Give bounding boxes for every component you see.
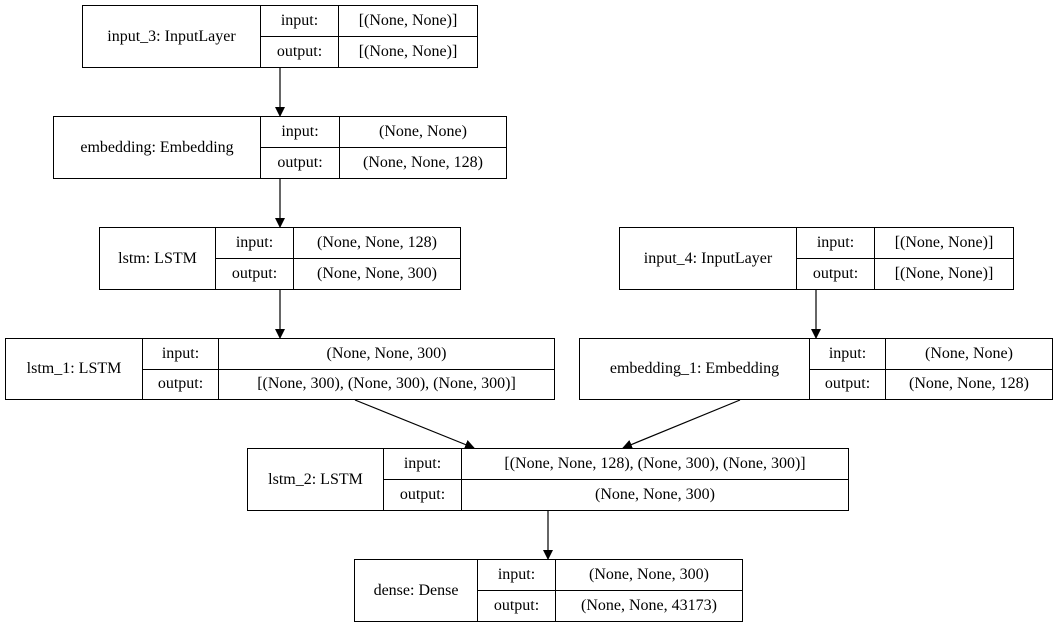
output-label: output: bbox=[493, 597, 540, 614]
node-lstm: lstm: LSTM input: output: (None, None, 1… bbox=[99, 227, 461, 290]
output-shape: (None, None, 128) bbox=[363, 154, 483, 171]
edge-embedding_1-to-lstm_2 bbox=[622, 399, 741, 450]
input-shape: (None, None, 300) bbox=[556, 560, 742, 591]
output-shape: (None, None, 300) bbox=[595, 486, 715, 503]
output-label: output: bbox=[824, 375, 871, 393]
output-shape: (None, None, 128) bbox=[909, 375, 1029, 393]
node-input-3: input_3: InputLayer input: output: [(Non… bbox=[82, 5, 478, 68]
node-embedding-1: embedding_1: Embedding input: output: (N… bbox=[579, 338, 1053, 400]
input-label: input: bbox=[797, 228, 874, 259]
node-lstm-1: lstm_1: LSTM input: output: (None, None,… bbox=[5, 338, 555, 400]
input-shape: [(None, None, 128), (None, 300), (None, … bbox=[462, 449, 848, 480]
output-label: output: bbox=[399, 486, 446, 503]
output-shape: (None, None, 300) bbox=[317, 265, 437, 282]
node-name: embedding: Embedding bbox=[54, 117, 261, 178]
input-label: input: bbox=[810, 339, 885, 370]
input-shape: (None, None) bbox=[886, 339, 1052, 370]
output-label: output: bbox=[231, 265, 278, 282]
input-shape: [(None, None)] bbox=[875, 228, 1013, 259]
node-name: embedding_1: Embedding bbox=[580, 339, 810, 399]
node-dense: dense: Dense input: output: (None, None,… bbox=[354, 559, 743, 622]
node-input-4: input_4: InputLayer input: output: [(Non… bbox=[619, 227, 1014, 290]
node-name: dense: Dense bbox=[355, 560, 478, 621]
input-label: input: bbox=[261, 6, 338, 37]
input-label: input: bbox=[261, 117, 339, 148]
node-embedding: embedding: Embedding input: output: (Non… bbox=[53, 116, 507, 179]
input-label: input: bbox=[216, 228, 293, 259]
input-label: input: bbox=[143, 339, 218, 370]
output-label: output: bbox=[157, 375, 204, 393]
input-shape: (None, None, 300) bbox=[219, 339, 554, 370]
output-shape: (None, None, 43173) bbox=[581, 597, 717, 614]
input-label: input: bbox=[478, 560, 555, 591]
input-label: input: bbox=[384, 449, 461, 480]
node-name: input_3: InputLayer bbox=[83, 6, 261, 67]
output-shape: [(None, 300), (None, 300), (None, 300)] bbox=[257, 375, 516, 393]
input-shape: (None, None) bbox=[340, 117, 506, 148]
output-shape: [(None, None)] bbox=[894, 265, 994, 282]
output-shape: [(None, None)] bbox=[358, 43, 458, 60]
input-shape: (None, None, 128) bbox=[294, 228, 460, 259]
node-name: input_4: InputLayer bbox=[620, 228, 797, 289]
output-label: output: bbox=[276, 43, 323, 60]
output-label: output: bbox=[277, 154, 323, 171]
node-name: lstm_2: LSTM bbox=[248, 449, 384, 510]
edge-lstm_1-to-lstm_2 bbox=[354, 399, 475, 450]
output-label: output: bbox=[812, 265, 859, 282]
node-lstm-2: lstm_2: LSTM input: output: [(None, None… bbox=[247, 448, 849, 511]
node-name: lstm: LSTM bbox=[100, 228, 216, 289]
node-name: lstm_1: LSTM bbox=[6, 339, 143, 399]
input-shape: [(None, None)] bbox=[339, 6, 477, 37]
